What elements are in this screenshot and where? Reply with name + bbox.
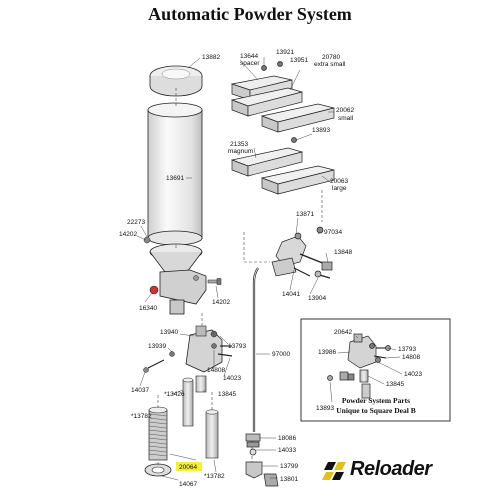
reloader-logo-text: Reloader xyxy=(350,458,432,480)
label-13799: 13799 xyxy=(280,463,298,470)
label-13848: 13848 xyxy=(334,249,352,256)
label-20064: 20064 xyxy=(179,464,197,471)
label-large: large xyxy=(332,185,347,192)
label-13782: *13782 xyxy=(204,473,225,480)
label-20642: 20642 xyxy=(334,329,352,336)
label-13893-inset: 13893 xyxy=(316,405,334,412)
reloader-logo-mark xyxy=(322,462,346,480)
label-20780: 20780 xyxy=(322,54,340,61)
label-14202-left: 14202 xyxy=(119,231,137,238)
spring-20064 xyxy=(148,406,168,461)
label-small: small xyxy=(338,115,354,122)
label-13793-inset: 13793 xyxy=(398,346,416,353)
label-13951: 13951 xyxy=(290,57,308,64)
hopper-funnel xyxy=(149,243,207,315)
label-13871: 13871 xyxy=(296,211,314,218)
inset-caption-line1: Powder System Parts xyxy=(342,396,410,405)
label-22273: 22273 xyxy=(127,219,145,226)
actuator-rod xyxy=(252,267,259,432)
powder-bar-13426 xyxy=(182,377,194,427)
measure-body xyxy=(143,325,233,393)
label-13882: 13882 xyxy=(202,54,220,61)
label-14041: 14041 xyxy=(282,291,300,298)
part-labels: 13882 13691 22273 14202 14202 16340 1394… xyxy=(119,49,422,488)
label-13426: *13426 xyxy=(164,391,185,398)
label-13893-main: 13893 xyxy=(312,127,330,134)
label-20063: 20063 xyxy=(330,178,348,185)
label-spacer: spacer xyxy=(240,60,260,67)
label-magnum: magnum xyxy=(228,148,253,155)
label-14033: 14033 xyxy=(278,447,296,454)
label-13845-main: 13845 xyxy=(218,391,236,398)
label-13644: 13644 xyxy=(240,53,258,60)
label-13986: 13986 xyxy=(318,349,336,356)
label-16340: 16340 xyxy=(139,305,157,312)
part-20064-highlight xyxy=(176,462,202,471)
metering-slides xyxy=(230,61,335,195)
square-deal-b-inset: Powder System Parts Unique to Square Dea… xyxy=(300,318,451,422)
label-13904: 13904 xyxy=(308,295,326,302)
label-13793-main: 13793 xyxy=(228,343,246,350)
leader-lines xyxy=(136,57,403,481)
inset-caption-line2: Unique to Square Deal B xyxy=(336,406,415,415)
label-13782-left: *13782 xyxy=(131,413,152,420)
label-13940: 13940 xyxy=(160,329,178,336)
rod-hardware xyxy=(245,433,279,487)
label-21353: 21353 xyxy=(230,141,248,148)
screw-22273 xyxy=(143,236,151,244)
diagram-title: Automatic Powder System xyxy=(148,4,352,24)
label-14037: 14037 xyxy=(131,387,149,394)
label-20062: 20062 xyxy=(336,107,354,114)
screw-14202-right xyxy=(207,278,222,285)
label-14808-inset: 14808 xyxy=(402,354,420,361)
label-14023-inset: 14023 xyxy=(404,371,422,378)
label-13845-inset: 13845 xyxy=(386,381,404,388)
label-13939: 13939 xyxy=(148,343,166,350)
label-13801: 13801 xyxy=(280,476,298,483)
label-extra-small: extra small xyxy=(314,61,346,68)
label-18086: 18086 xyxy=(278,435,296,442)
label-14202-right: 14202 xyxy=(212,299,230,306)
label-13921: 13921 xyxy=(276,49,294,56)
powder-tube xyxy=(147,102,203,246)
nut-14067 xyxy=(144,463,172,477)
linkage-arm-assembly xyxy=(271,226,333,279)
hopper-lid xyxy=(149,65,203,97)
label-97034: 97034 xyxy=(324,229,342,236)
label-14808-main: 14808 xyxy=(207,367,225,374)
label-14023-main: 14023 xyxy=(223,375,241,382)
powder-bar-13782 xyxy=(205,409,219,459)
label-14067: 14067 xyxy=(179,481,197,488)
label-97000: 97000 xyxy=(272,351,290,358)
reloader-logo: Reloader xyxy=(322,456,432,484)
label-13691: 13691 xyxy=(166,175,184,182)
